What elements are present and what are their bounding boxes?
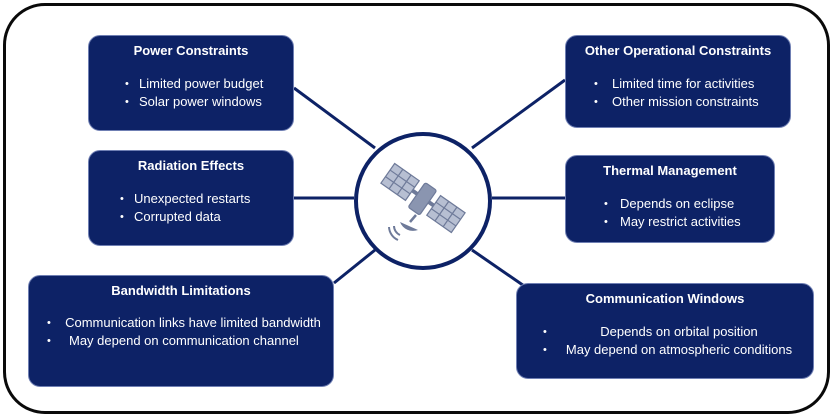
other-operational-constraints-box: Other Operational Constraints Limited ti… bbox=[565, 35, 791, 128]
bandwidth-limitations-box: Bandwidth Limitations Communication link… bbox=[28, 275, 334, 387]
list-item: Depends on eclipse bbox=[604, 195, 774, 213]
thermal-list: Depends on eclipse May restrict activiti… bbox=[604, 195, 774, 231]
other-list: Limited time for activities Other missio… bbox=[594, 75, 790, 111]
list-item: Solar power windows bbox=[125, 93, 293, 111]
power-title: Power Constraints bbox=[133, 43, 249, 58]
list-item: Corrupted data bbox=[120, 208, 293, 226]
satellite-icon bbox=[380, 162, 466, 241]
power-constraints-box: Power Constraints Limited power budget S… bbox=[88, 35, 294, 131]
list-item: Depends on orbital position bbox=[517, 323, 813, 341]
list-item: May depend on communication channel bbox=[29, 332, 333, 350]
connector-power bbox=[293, 86, 376, 150]
communication-windows-box: Communication Windows Depends on orbital… bbox=[516, 283, 814, 379]
list-item: Limited power budget bbox=[125, 75, 293, 93]
power-list: Limited power budget Solar power windows bbox=[125, 75, 293, 111]
connector-other bbox=[471, 78, 566, 150]
comm-list: Depends on orbital position May depend o… bbox=[517, 323, 813, 359]
list-item: Limited time for activities bbox=[594, 75, 790, 93]
list-item: Unexpected restarts bbox=[120, 190, 293, 208]
connector-bandwidth bbox=[333, 248, 376, 285]
thermal-title: Thermal Management bbox=[603, 163, 737, 178]
thermal-management-box: Thermal Management Depends on eclipse Ma… bbox=[565, 155, 775, 243]
list-item: May restrict activities bbox=[604, 213, 774, 231]
radiation-effects-box: Radiation Effects Unexpected restarts Co… bbox=[88, 150, 294, 246]
list-item: May depend on atmospheric conditions bbox=[517, 341, 813, 359]
bandwidth-title: Bandwidth Limitations bbox=[111, 283, 251, 298]
comm-title: Communication Windows bbox=[585, 291, 745, 306]
other-title: Other Operational Constraints bbox=[584, 43, 772, 58]
list-item: Other mission constraints bbox=[594, 93, 790, 111]
radiation-title: Radiation Effects bbox=[137, 158, 245, 173]
satellite-hub bbox=[354, 132, 492, 270]
list-item: Communication links have limited bandwid… bbox=[29, 314, 333, 332]
radiation-list: Unexpected restarts Corrupted data bbox=[120, 190, 293, 226]
bandwidth-list: Communication links have limited bandwid… bbox=[29, 314, 333, 350]
connector-comm bbox=[471, 248, 531, 292]
